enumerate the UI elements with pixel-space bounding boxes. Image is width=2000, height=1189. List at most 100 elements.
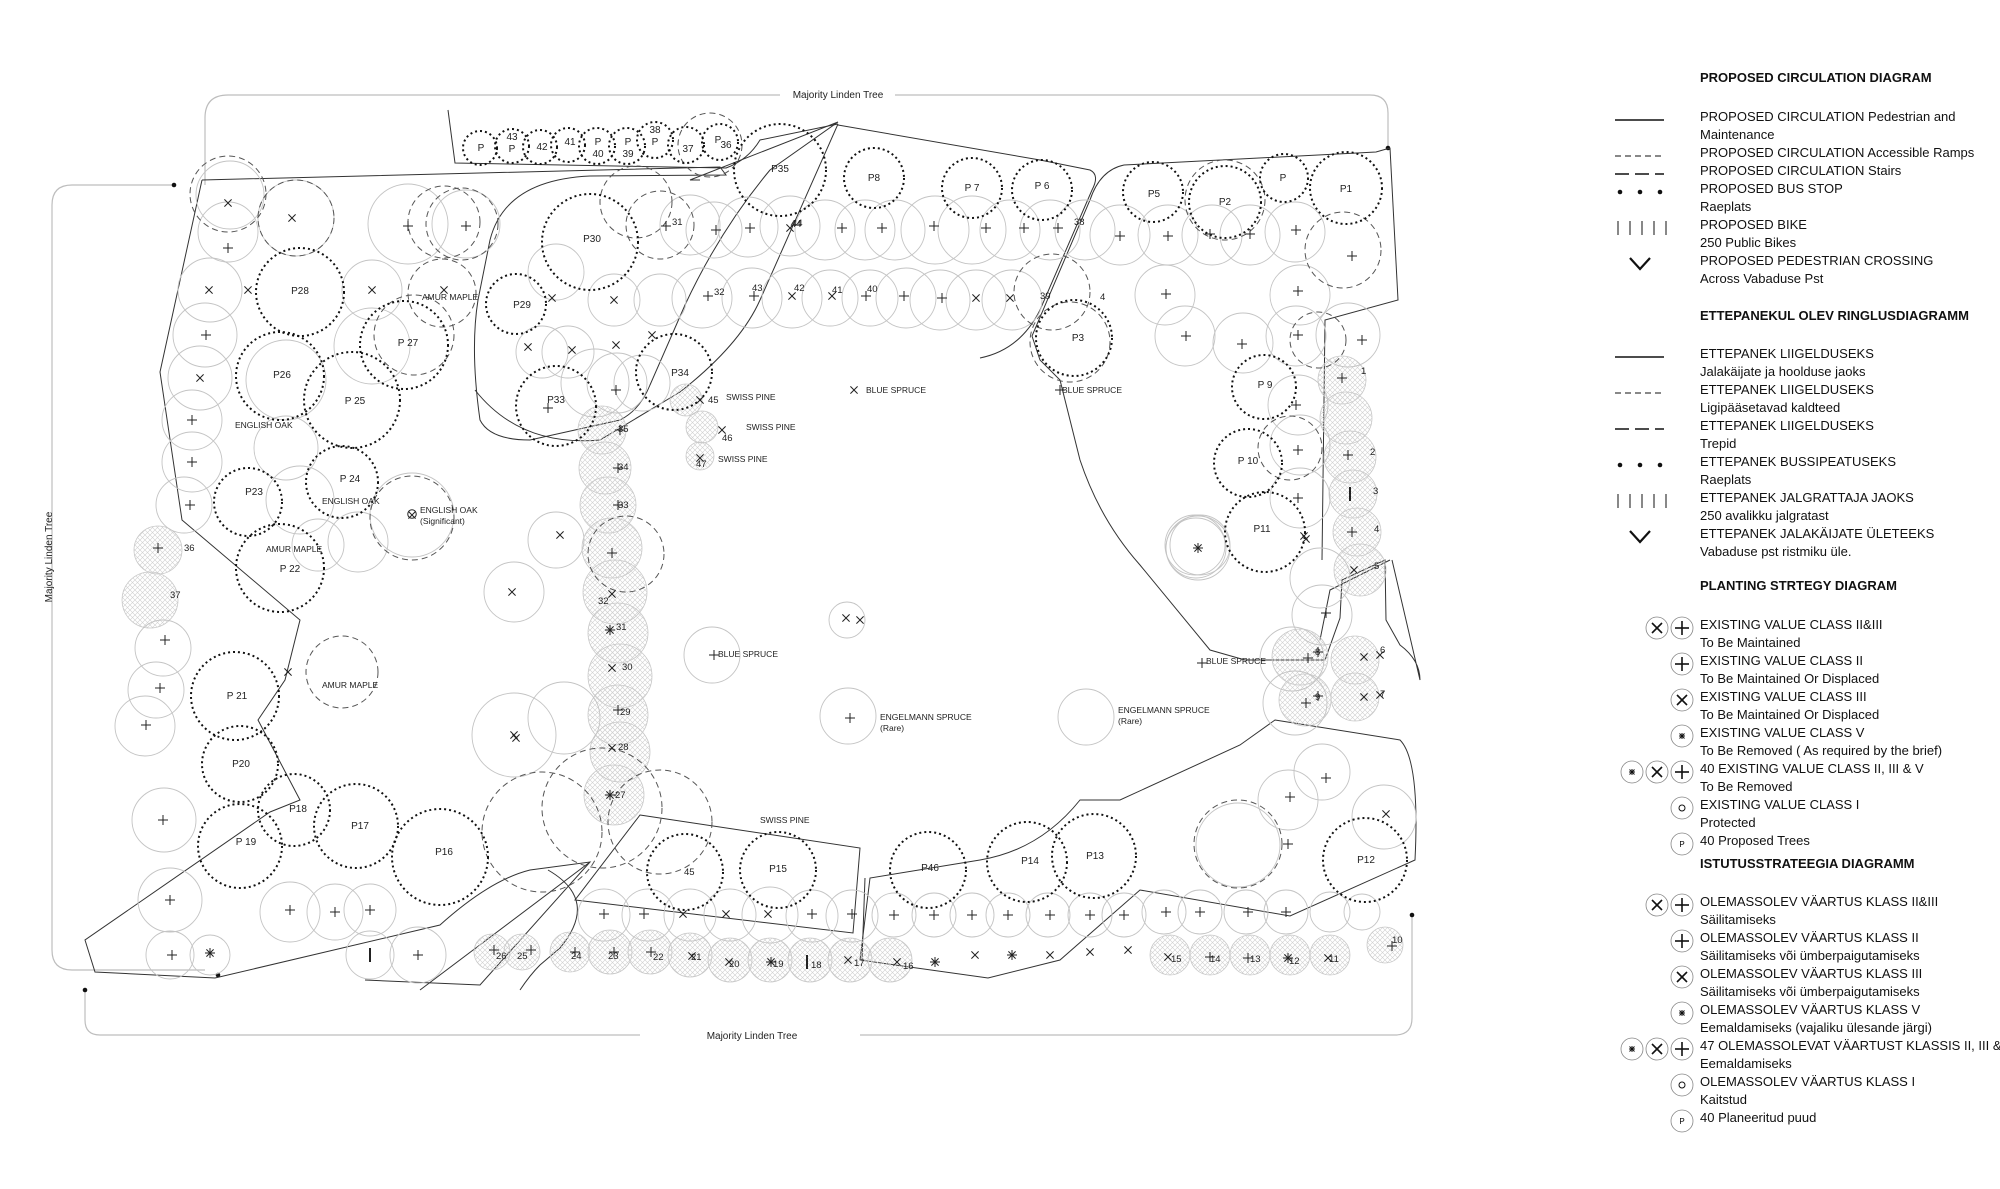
existing-canopy <box>659 194 721 256</box>
species-label: ENGLISH OAK <box>420 505 478 515</box>
plus-tree-symbol <box>615 425 625 435</box>
existing-canopy <box>327 511 389 573</box>
plus-tree-symbol <box>1291 225 1301 235</box>
proposed-tree-label: P 21 <box>227 691 248 702</box>
existing-canopy <box>721 267 783 329</box>
proposed-tree-label: P23 <box>245 487 263 498</box>
dashed-line-icon <box>1600 144 1695 180</box>
dots-icon <box>1600 453 1695 489</box>
proposed-tree-label: P29 <box>513 300 531 311</box>
x-tree-symbol <box>524 343 532 351</box>
proposed-tree-label: P33 <box>547 395 565 406</box>
existing-canopy <box>1212 312 1274 374</box>
plus-icon <box>1600 929 1695 965</box>
x-tree-symbol <box>284 668 292 676</box>
existing-canopy <box>1195 802 1281 888</box>
proposed-canopy <box>201 725 279 803</box>
species-label: BLUE SPRUCE <box>718 649 778 659</box>
proposed-canopy <box>485 273 547 335</box>
tree-number: 40 <box>867 284 878 295</box>
x-tree-symbol <box>1360 653 1368 661</box>
proposed-tree-labels: P 43 P 42 41 P 40 P 39 38 P 37 P 36 44 P… <box>227 125 1376 875</box>
x-tree-symbol <box>786 224 794 232</box>
existing-canopy <box>1089 204 1151 266</box>
legend-item-line: Eemaldamiseks <box>1700 1056 1792 1071</box>
plus-tree-symbol <box>1285 792 1295 802</box>
plus-tree-symbol <box>1019 223 1029 233</box>
plus-tree-symbol <box>526 945 536 955</box>
tree-number: 45 <box>684 867 695 878</box>
proposed-tree-label: P 19 <box>236 837 257 848</box>
legend-item-line: 250 Public Bikes <box>1700 235 1797 250</box>
legend-item-line: To Be Maintained Or Displaced <box>1700 671 1880 686</box>
existing-canopy <box>979 199 1041 261</box>
existing-canopy <box>265 465 335 535</box>
species-label: SWISS PINE <box>726 392 776 402</box>
vertical-ticks-icon <box>1600 489 1695 525</box>
species-label: SWISS PINE <box>760 815 810 825</box>
plus-tree-symbol <box>1053 223 1063 233</box>
ast-tree-symbol <box>766 957 776 967</box>
existing-canopy <box>1067 892 1113 938</box>
legend-item-line: Raeplats <box>1700 199 1752 214</box>
proposed-tree-label: 38 <box>649 125 661 136</box>
proposed-canopy <box>313 783 399 869</box>
ast-tree-symbol <box>1007 950 1017 960</box>
plus-tree-symbol <box>165 895 175 905</box>
species-label: BLUE SPRUCE <box>1206 656 1266 666</box>
plus-tree-symbol <box>613 463 623 473</box>
tree-number: 19 <box>773 959 784 970</box>
legend-item-line: Säilitamiseks või ümberpaigutamiseks <box>1700 948 1920 963</box>
existing-canopy <box>306 883 364 941</box>
plus-tree-symbol <box>1283 839 1293 849</box>
ast-tree-symbol <box>605 625 615 635</box>
legend-item-line: Maintenance <box>1700 127 1775 142</box>
existing-canopy <box>911 892 957 938</box>
legend-item-line: OLEMASSOLEV VÄARTUS KLASS II&III <box>1700 894 1939 909</box>
tree-number: 44 <box>792 218 803 229</box>
existing-canopy <box>177 257 243 323</box>
x-tree-symbol <box>696 454 704 462</box>
plus-tree-symbol <box>187 457 197 467</box>
x-tree-symbol <box>788 292 796 300</box>
ast-tree-symbol <box>1193 543 1203 553</box>
existing-canopy <box>1293 743 1351 801</box>
existing-canopy <box>1262 670 1328 736</box>
plus-tree-symbol <box>153 543 163 553</box>
existing-canopy <box>741 886 799 944</box>
existing-canopy <box>343 883 397 937</box>
top-edge-label: Majority Linden Tree <box>793 90 884 101</box>
plus-tree-symbol <box>1321 608 1331 618</box>
x-tree-symbol <box>718 426 726 434</box>
hatched-canopy <box>121 571 179 629</box>
dashed-canopy <box>407 258 477 328</box>
legend-item-line: OLEMASSOLEV VÄARTUS KLASS III <box>1700 966 1923 981</box>
solid-line-icon <box>1600 108 1695 144</box>
existing-canopy <box>515 325 569 379</box>
existing-canopy <box>1223 889 1269 935</box>
plus-tree-symbol <box>1387 941 1397 951</box>
long-dash-line-icon <box>1600 162 1695 198</box>
ast-x-plus-icon <box>1600 1037 1695 1073</box>
existing-canopy <box>937 195 1007 265</box>
existing-canopy <box>819 687 877 745</box>
proposed-tree-label: P20 <box>232 759 250 770</box>
legend-item-line: ETTEPANEK JALGRATTAJA JAOKS <box>1700 490 1914 505</box>
legend-item-line: Eemaldamiseks (vajaliku ülesande järgi) <box>1700 1020 1932 1035</box>
existing-canopy <box>1141 889 1187 935</box>
plus-tree-symbol <box>167 950 177 960</box>
existing-canopy <box>909 269 971 331</box>
x-tree-symbol <box>512 734 520 742</box>
x-tree-symbol <box>612 341 620 349</box>
hatched-canopy <box>867 937 913 983</box>
tree-number: 46 <box>722 433 733 444</box>
o-icon <box>1600 1073 1695 1109</box>
